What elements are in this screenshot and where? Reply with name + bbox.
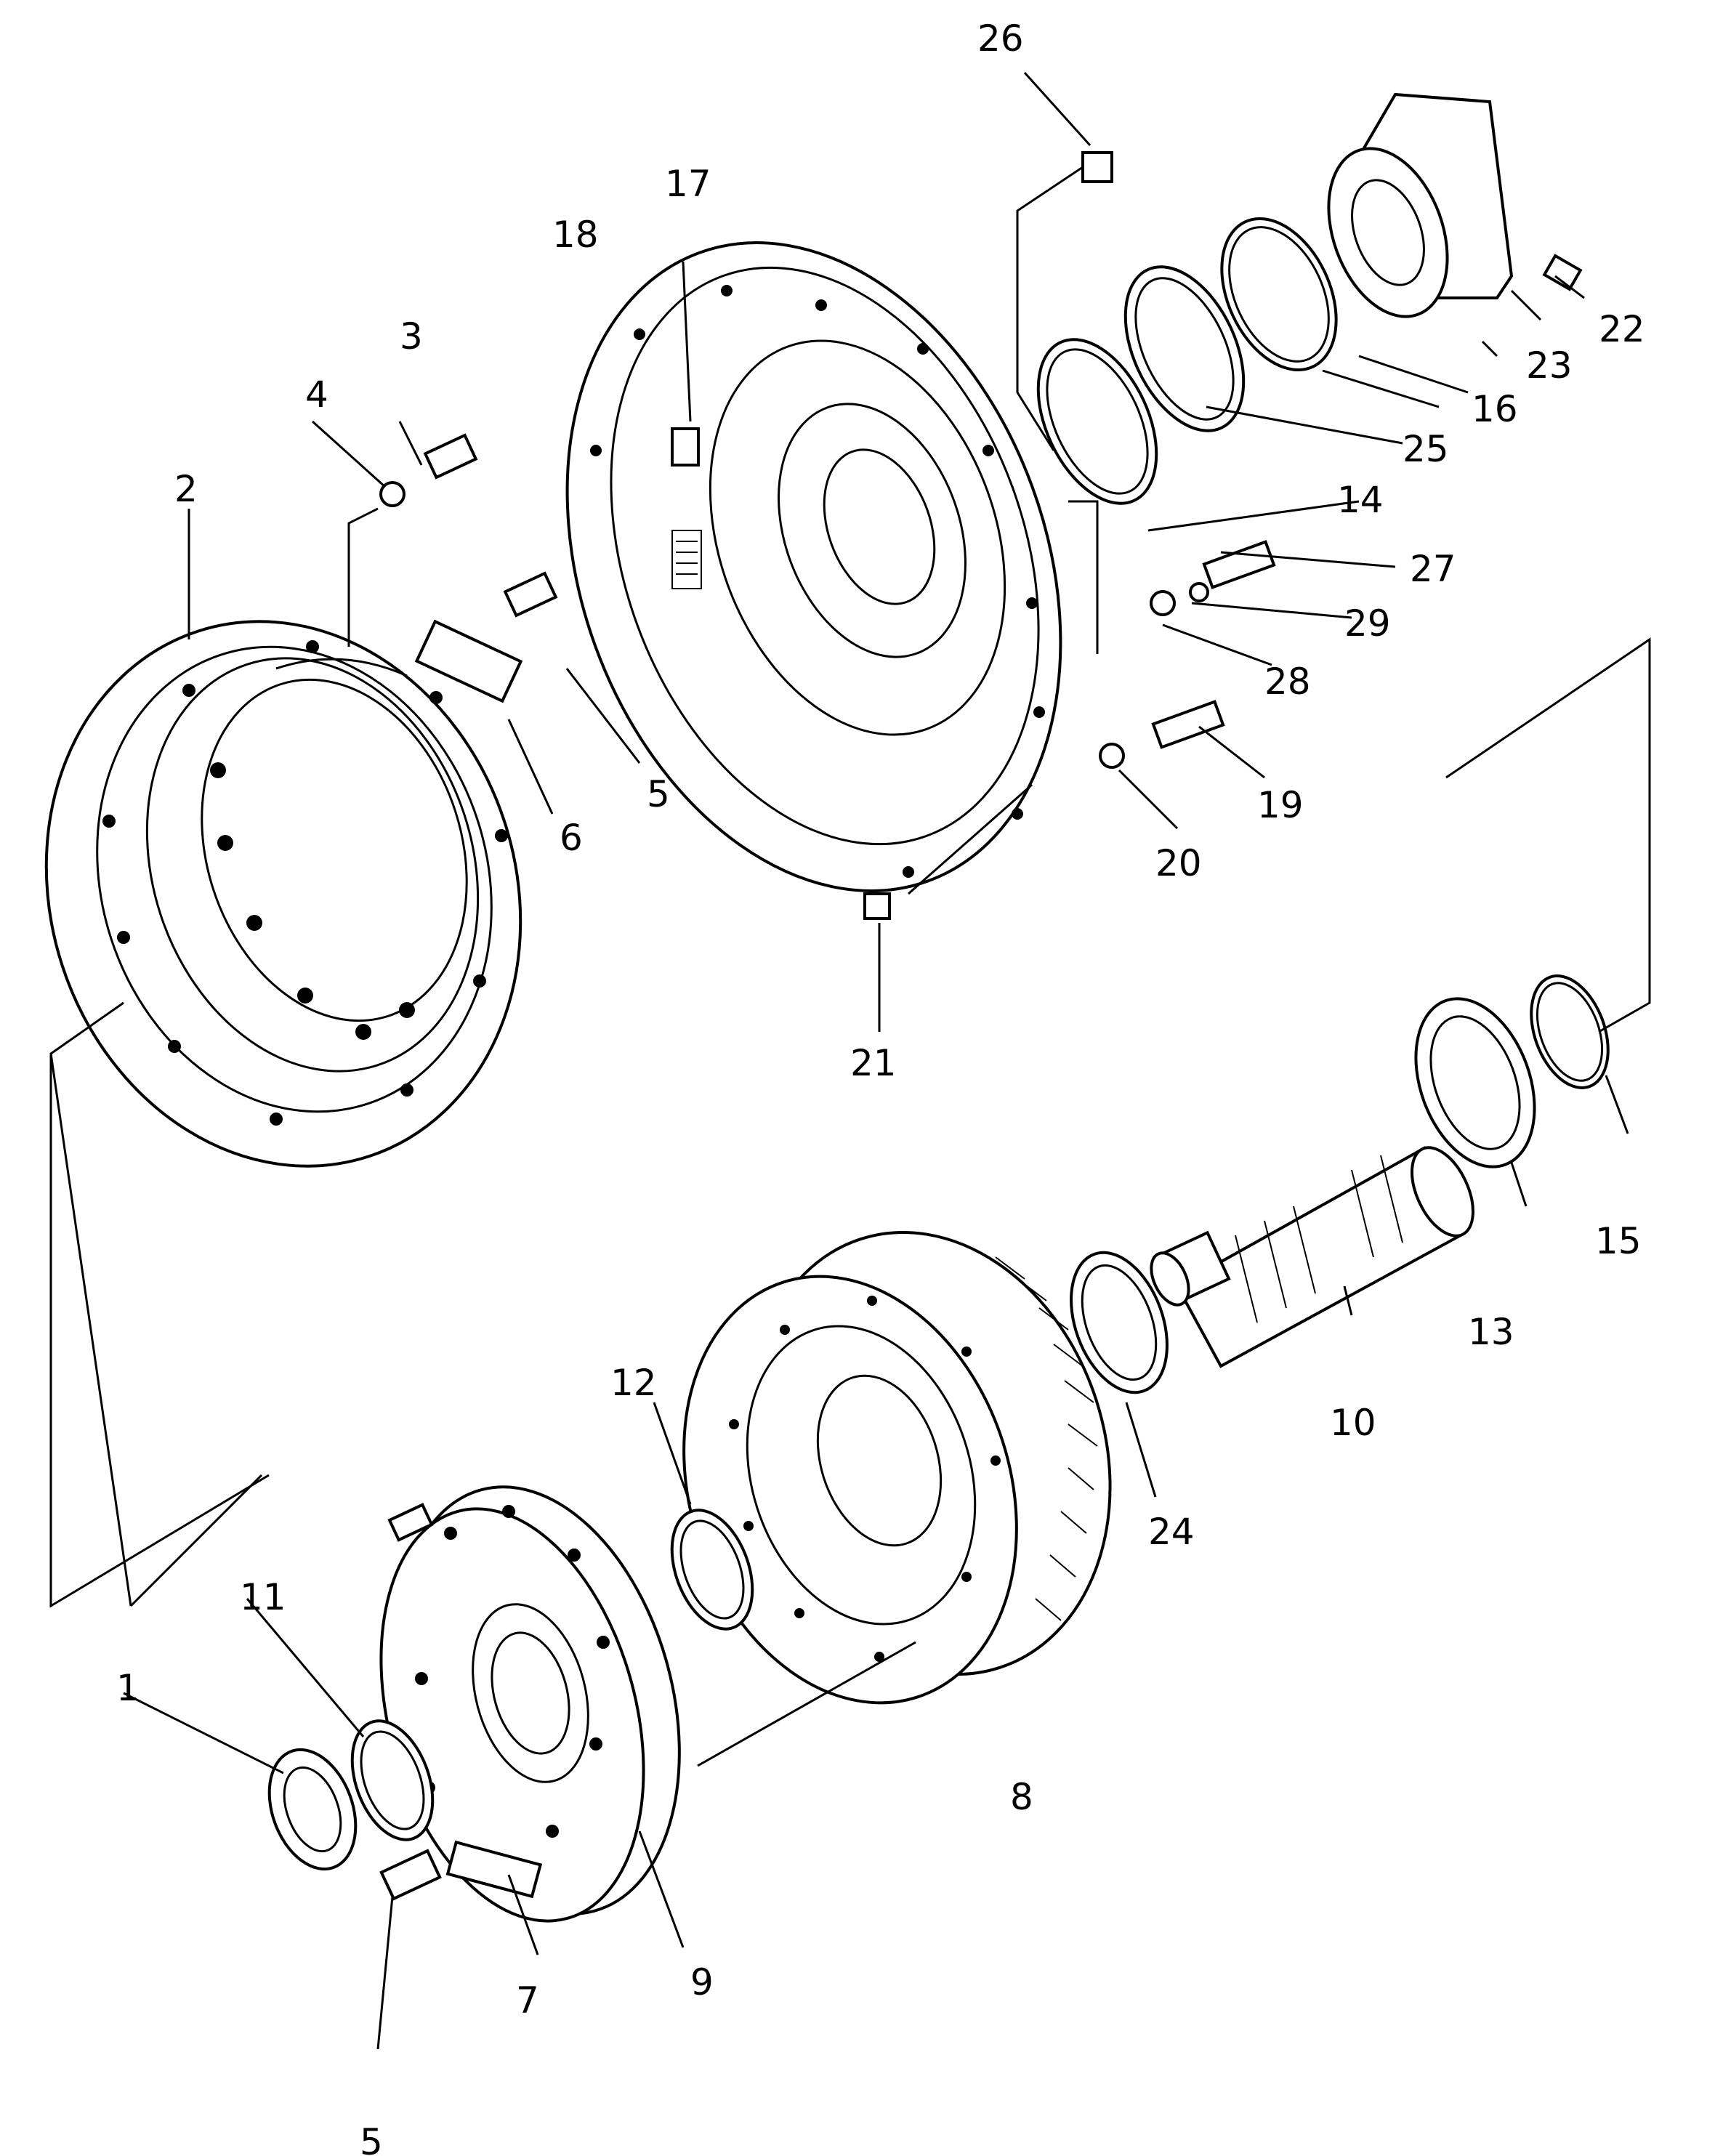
callout-22: 22	[1599, 308, 1645, 350]
callout-26: 26	[977, 17, 1024, 60]
part-8-drum	[682, 1230, 1112, 1705]
callout-16: 16	[1472, 388, 1518, 430]
callout-15: 15	[1595, 1220, 1642, 1262]
part-23-yoke	[1327, 92, 1514, 318]
callout-4: 4	[305, 374, 328, 416]
callout-19: 19	[1257, 784, 1304, 826]
callout-8: 8	[1010, 1776, 1033, 1818]
callout-9: 9	[690, 1961, 714, 2003]
leader-lines	[49, 71, 1651, 2050]
callout-2: 2	[174, 468, 198, 510]
callout-7: 7	[516, 1979, 539, 2022]
callout-6: 6	[560, 817, 583, 859]
callout-5-upper: 5	[647, 773, 670, 815]
callout-13: 13	[1468, 1311, 1514, 1353]
callout-3: 3	[400, 315, 423, 358]
bearings-lower	[267, 974, 1610, 1871]
part-10-shaft	[1150, 1146, 1474, 1368]
callout-27: 27	[1410, 548, 1456, 590]
callout-11: 11	[240, 1576, 286, 1618]
callout-20: 20	[1155, 842, 1202, 884]
hardware	[379, 151, 1583, 1901]
callout-labels: 1 2 3 4 5 5 6 7 8 9 10 11 12 13 14 15 16…	[116, 17, 1645, 2156]
callout-23: 23	[1526, 344, 1573, 387]
callout-14: 14	[1337, 479, 1384, 521]
part-9-hub	[379, 1485, 681, 1923]
rings-upper	[1036, 217, 1338, 505]
callout-25: 25	[1403, 428, 1449, 470]
part-2-housing	[44, 620, 522, 1168]
callout-1: 1	[116, 1667, 140, 1709]
callout-18: 18	[552, 214, 599, 256]
callout-21: 21	[850, 1042, 897, 1084]
callout-17: 17	[665, 163, 711, 205]
callout-24: 24	[1148, 1511, 1195, 1553]
callout-28: 28	[1264, 661, 1311, 703]
callout-10: 10	[1330, 1402, 1376, 1444]
callout-5-lower: 5	[360, 2121, 383, 2156]
callout-29: 29	[1344, 602, 1391, 645]
callout-12: 12	[610, 1362, 657, 1404]
